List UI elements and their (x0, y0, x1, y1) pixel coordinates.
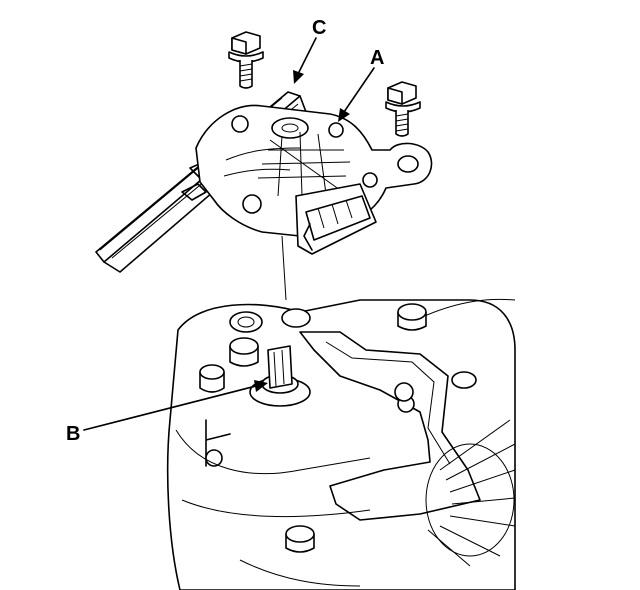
range-switch-a (195, 104, 433, 255)
callout-label-a: A (370, 47, 384, 69)
transmission-case (166, 298, 516, 590)
bolt-left (228, 31, 264, 89)
leader-c (293, 37, 317, 84)
bolt-right (385, 81, 421, 137)
callout-label-b: B (66, 423, 80, 445)
callout-label-c: C (312, 17, 326, 39)
leader-a (338, 67, 375, 122)
alignment-line (281, 235, 287, 301)
leader-b (83, 380, 268, 431)
